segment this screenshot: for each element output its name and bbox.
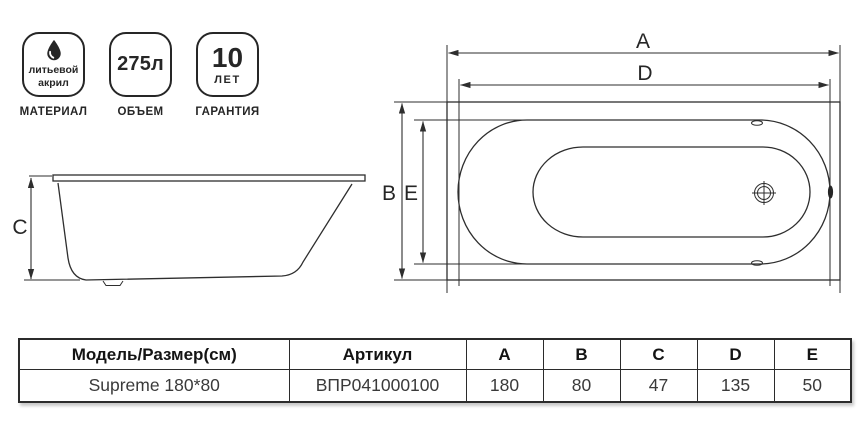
warranty-unit: ЛЕТ — [214, 73, 241, 86]
warranty-caption: ГАРАНТИЯ — [195, 106, 260, 118]
spec-table-row: Supreme 180*80 ВПР041000100 180 80 47 13… — [18, 369, 852, 403]
fitting-hole-bottom — [751, 260, 763, 266]
cell-article: ВПР041000100 — [288, 369, 467, 403]
side-tub-profile — [57, 182, 353, 281]
spec-table: Модель/Размер(см) Артикул A B C D E Supr… — [18, 338, 852, 403]
material-line1: литьевой — [28, 64, 79, 77]
col-header-a: A — [465, 338, 544, 370]
cell-c: 47 — [619, 369, 698, 403]
badge-warranty: 10 ЛЕТ ГАРАНТИЯ — [184, 32, 271, 118]
col-header-d: D — [696, 338, 775, 370]
cell-b: 80 — [542, 369, 621, 403]
drain-icon — [752, 181, 776, 205]
col-header-model: Модель/Размер(см) — [18, 338, 290, 370]
badge-volume: 275л ОБЪЕМ — [97, 32, 184, 118]
col-header-article: Артикул — [288, 338, 467, 370]
volume-badge: 275л — [109, 32, 172, 97]
cell-a: 180 — [465, 369, 544, 403]
feature-badges: литьевой акрил МАТЕРИАЛ 275л ОБЪЕМ 10 ЛЕ… — [10, 32, 271, 118]
top-floor — [532, 146, 811, 238]
dim-b-label: B — [382, 182, 396, 205]
col-header-b: B — [542, 338, 621, 370]
cell-model: Supreme 180*80 — [18, 369, 290, 403]
material-badge: литьевой акрил — [22, 32, 85, 97]
volume-caption: ОБЪЕМ — [117, 106, 164, 118]
top-inner-rim — [457, 119, 831, 265]
side-rim — [52, 174, 366, 182]
col-header-c: C — [619, 338, 698, 370]
top-outer-rim — [446, 101, 841, 281]
col-header-e: E — [773, 338, 852, 370]
spec-table-header-row: Модель/Размер(см) Артикул A B C D E — [18, 338, 852, 370]
volume-value: 275л — [117, 53, 164, 75]
bathtub-top-view: A D B E — [382, 30, 841, 293]
warranty-value: 10 — [211, 41, 244, 73]
dim-c-label: C — [12, 216, 27, 239]
side-drain — [102, 280, 124, 286]
badge-material: литьевой акрил МАТЕРИАЛ — [10, 32, 97, 118]
fitting-hole-top — [751, 120, 763, 126]
dim-d-label: D — [637, 62, 652, 85]
warranty-badge: 10 ЛЕТ — [196, 32, 259, 97]
water-drop-icon — [46, 40, 61, 61]
dim-e-label: E — [404, 182, 418, 205]
dim-a-label: A — [636, 30, 650, 53]
material-line2: акрил — [38, 77, 69, 89]
bathtub-side-view: C — [12, 174, 366, 286]
cell-d: 135 — [696, 369, 775, 403]
cell-e: 50 — [773, 369, 852, 403]
material-caption: МАТЕРИАЛ — [19, 106, 88, 118]
overflow-mark — [827, 185, 834, 199]
